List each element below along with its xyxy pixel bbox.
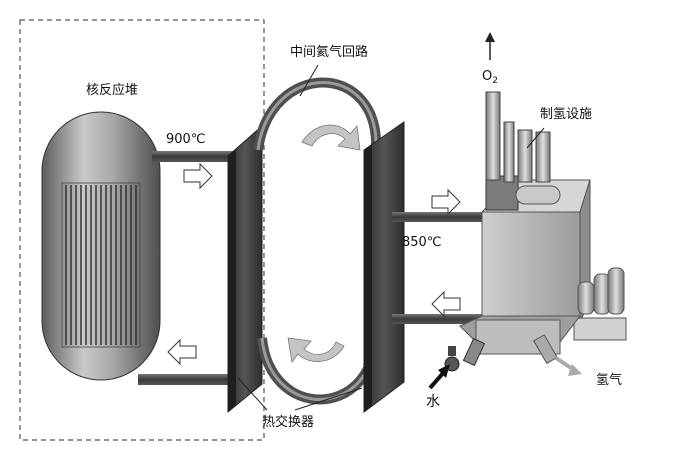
label-temp-hot: 900℃ xyxy=(166,132,205,147)
nuclear-reactor xyxy=(41,111,161,381)
storage-tanks xyxy=(577,267,625,315)
curved-flow-arrow-bottom xyxy=(287,337,345,363)
arrow-left-secondary xyxy=(431,290,461,318)
arrow-left-primary xyxy=(167,338,197,366)
label-reactor: 核反应堆 xyxy=(86,82,138,98)
heat-exchanger-2 xyxy=(363,121,405,413)
fuel-rods xyxy=(65,185,137,345)
label-heat-exchanger: 热交换器 xyxy=(262,414,314,430)
leader-lines xyxy=(237,64,545,411)
label-hydrogen-plant: 制氢设施 xyxy=(540,107,592,122)
label-hydrogen: 氢气 xyxy=(596,372,622,388)
curved-flow-arrow-top xyxy=(301,124,361,151)
hydrogen-output-arrow xyxy=(554,356,582,376)
label-temp-return: 850℃ xyxy=(402,235,441,250)
chimney-main xyxy=(485,91,501,181)
label-oxygen-main: O xyxy=(482,69,492,84)
oxygen-up-arrow xyxy=(485,32,495,60)
hydrogen-production-plant xyxy=(444,91,627,372)
hot-pipe-secondary xyxy=(392,212,492,222)
arrow-right-primary xyxy=(183,162,213,190)
label-oxygen: O2 xyxy=(482,69,498,86)
label-water: 水 xyxy=(426,394,440,410)
label-loop: 中间氦气回路 xyxy=(290,44,368,60)
containment-boundary xyxy=(19,19,265,441)
arrow-right-secondary xyxy=(431,188,461,216)
return-pipe-secondary xyxy=(392,314,492,324)
hot-pipe-primary xyxy=(152,151,240,162)
return-pipe-primary xyxy=(138,374,240,385)
label-oxygen-sub: 2 xyxy=(492,76,498,86)
heat-exchanger-1 xyxy=(227,124,263,414)
water-input-arrow xyxy=(428,364,450,390)
